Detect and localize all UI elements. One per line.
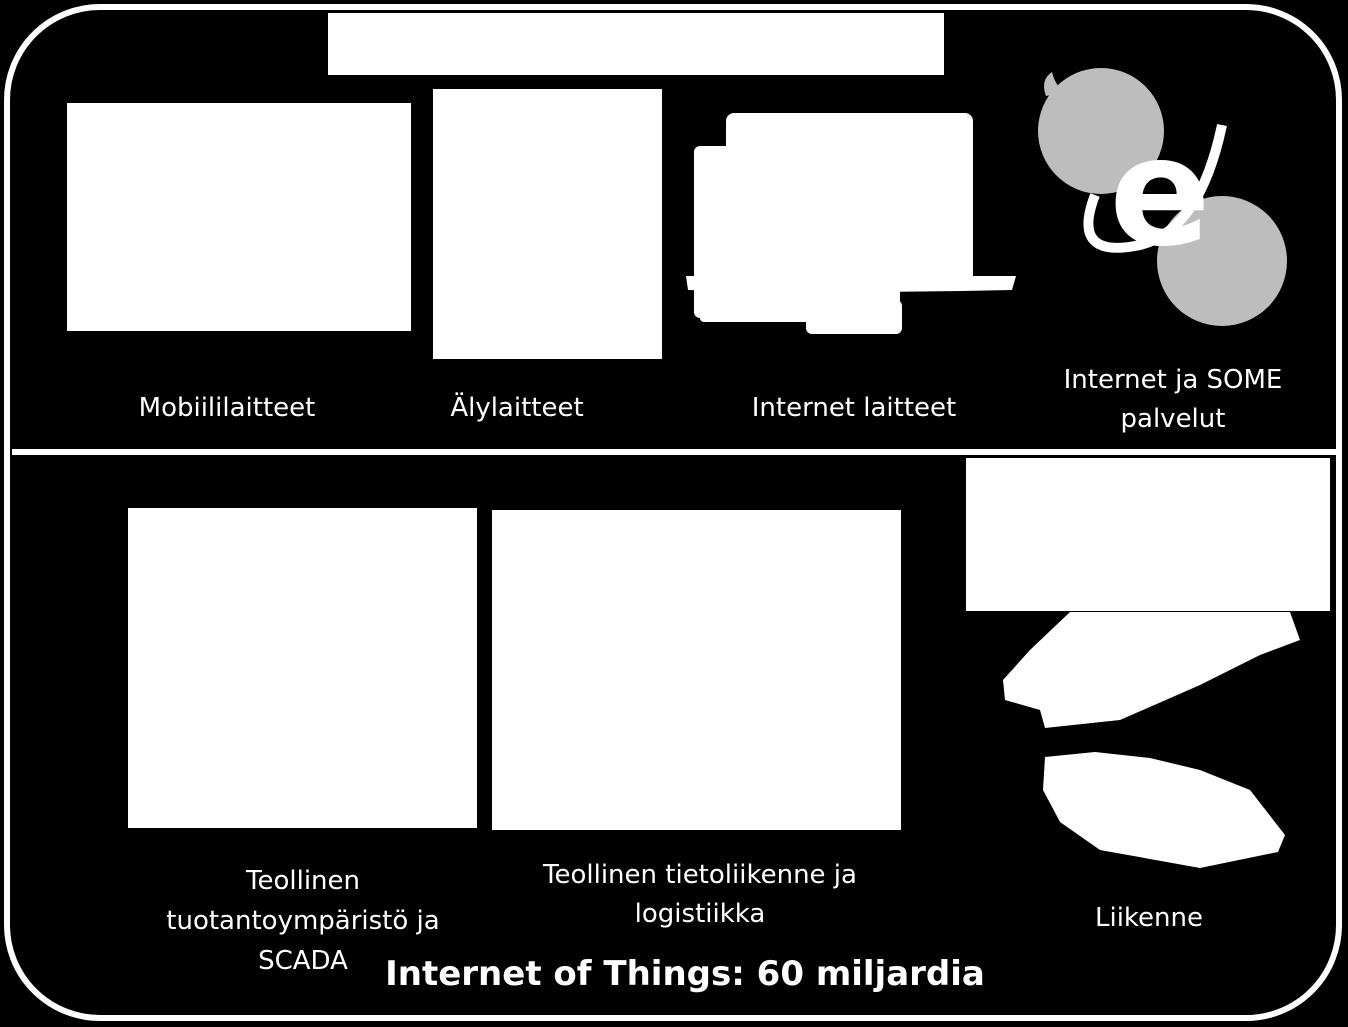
- smart-devices-image: [433, 89, 662, 359]
- logistics-image: [492, 510, 901, 830]
- label-logistics-line1: Teollinen tietoliikenne ja: [543, 860, 857, 890]
- label-internet-devices: Internet laitteet: [751, 393, 957, 423]
- mobile-devices-image: [67, 103, 411, 331]
- label-smart-devices: Älylaitteet: [450, 393, 584, 423]
- footer-title: Internet of Things: 60 miljardia: [385, 954, 985, 994]
- label-logistics-line2: logistiikka: [634, 899, 766, 929]
- label-industrial-line3: SCADA: [258, 946, 348, 976]
- label-industrial-line1: Teollinen: [246, 866, 360, 896]
- industrial-image: [128, 508, 477, 828]
- outer-frame: [4, 4, 1342, 1021]
- label-traffic: Liikenne: [1094, 903, 1203, 933]
- header-image-placeholder: [328, 13, 944, 75]
- label-internet-some-line1: Internet ja SOME: [1063, 365, 1283, 395]
- label-industrial-line2: tuotantoympäristö ja: [166, 906, 440, 936]
- label-internet-some-line2: palvelut: [1120, 404, 1226, 434]
- label-mobile-devices: Mobiililaitteet: [138, 393, 316, 423]
- vehicle-top-image: [966, 458, 1330, 611]
- section-divider: [12, 449, 1336, 455]
